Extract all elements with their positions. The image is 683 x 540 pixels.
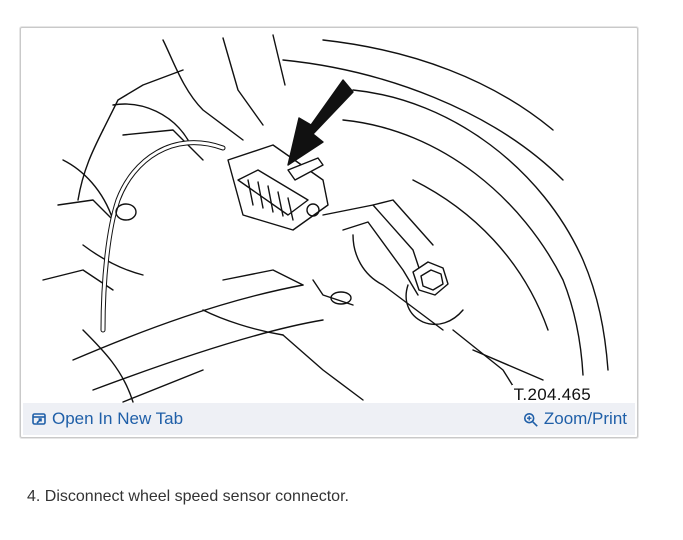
figure-reference-label: T.204.465 bbox=[511, 385, 593, 405]
zoom-print-link[interactable]: Zoom/Print bbox=[515, 409, 635, 429]
open-new-tab-icon bbox=[31, 411, 47, 427]
open-in-new-tab-link[interactable]: Open In New Tab bbox=[23, 409, 191, 429]
open-in-new-tab-label: Open In New Tab bbox=[52, 409, 184, 428]
figure-toolbar: Open In New Tab Zoom/Print bbox=[23, 403, 635, 435]
step-instruction: 4. Disconnect wheel speed sensor connect… bbox=[27, 488, 349, 505]
sensor-connector-illustration bbox=[23, 30, 635, 404]
zoom-print-label: Zoom/Print bbox=[543, 409, 627, 428]
figure-panel: T.204.465 Open In New Tab Zoom/Print bbox=[20, 27, 638, 438]
zoom-in-icon bbox=[523, 411, 539, 427]
